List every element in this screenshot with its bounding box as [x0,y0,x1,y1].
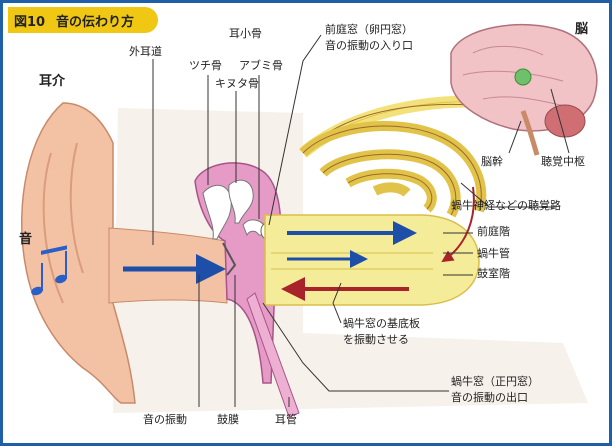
label-brain: 脳 [575,23,588,37]
label-round-window-2: 音の振動の出口 [451,391,528,405]
label-auditory-center: 聴覚中枢 [541,155,585,169]
label-outer-ear: 耳介 [39,75,65,89]
label-sound-vibration: 音の振動 [143,413,187,427]
label-eardrum: 鼓膜 [217,413,239,427]
label-round-window-1: 蝸牛窓（正円窓） [451,375,539,389]
label-auditory-pathway: 蝸牛神経などの聴覚路 [451,199,561,213]
label-malleus: ツチ骨 [189,59,222,73]
brain-illustration [451,25,597,155]
ear-canal [109,228,227,303]
label-eustachian-tube: 耳管 [275,413,297,427]
label-stapes: アブミ骨 [239,59,283,73]
auditory-center-marker [515,69,531,85]
label-basilar-2: を振動させる [343,333,409,347]
label-oval-window-1: 前庭窓（卵円窓） [325,23,413,37]
label-sound: 音 [19,233,32,247]
label-ossicles: 耳小骨 [229,27,262,41]
label-ear-canal: 外耳道 [129,45,162,59]
label-scala-vestibuli: 前庭階 [477,225,510,239]
label-brainstem: 脳幹 [481,155,503,169]
label-basilar-1: 蝸牛窓の基底板 [343,317,420,331]
label-oval-window-2: 音の振動の入り口 [325,39,413,53]
label-cochlear-duct: 蝸牛管 [477,247,510,261]
label-incus: キヌタ骨 [215,77,259,91]
label-scala-tympani: 鼓室階 [477,267,510,281]
